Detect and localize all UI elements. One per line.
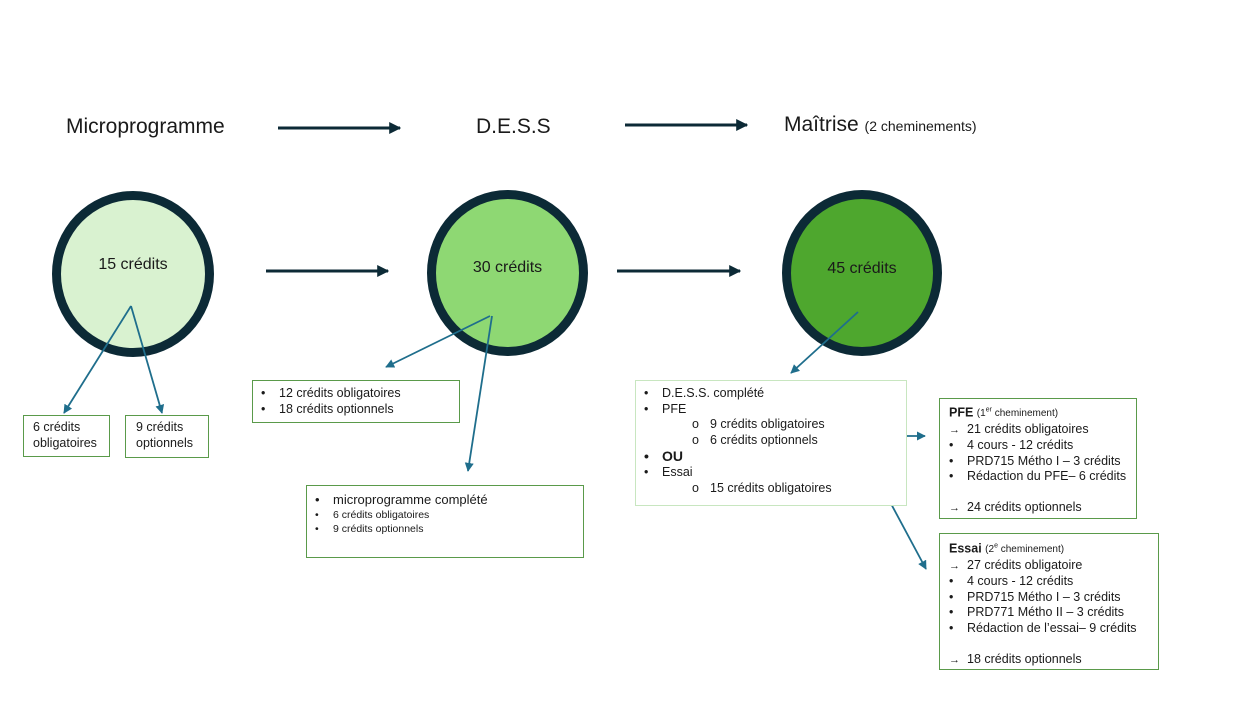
arrow-micro-to-optionnels bbox=[130, 305, 165, 414]
circle-maitrise: 45 crédits bbox=[782, 190, 942, 356]
maitrise-main-box: D.E.S.S. complété PFE 9 crédits obligato… bbox=[635, 380, 907, 506]
essai-box: Essai (2e cheminement) 27 crédits obliga… bbox=[939, 533, 1159, 670]
dess-credits-box: 12 crédits obligatoires 18 crédits optio… bbox=[252, 380, 460, 423]
pfe-box-title: PFE (1er cheminement) bbox=[949, 405, 1059, 420]
stage-title-maitrise: Maîtrise (2 cheminements) bbox=[784, 113, 977, 136]
arrow-maitrise-to-main-box bbox=[790, 311, 859, 374]
micro-optionnels-box: 9 crédits optionnels bbox=[125, 415, 209, 458]
arrow-dess-to-top-box bbox=[385, 315, 491, 368]
circle-microprogramme: 15 crédits bbox=[52, 191, 214, 357]
stage-title-dess: D.E.S.S bbox=[476, 115, 551, 138]
stage-subtitle-maitrise: (2 cheminements) bbox=[864, 118, 977, 134]
essai-box-title: Essai (2e cheminement) bbox=[949, 541, 1065, 556]
credits-microprogramme: 15 crédits bbox=[98, 256, 168, 273]
arrow-micro-to-obligatoires bbox=[63, 305, 132, 414]
credits-maitrise: 45 crédits bbox=[827, 260, 897, 277]
pfe-box: PFE (1er cheminement) 21 crédits obligat… bbox=[939, 398, 1137, 519]
or-label: OU bbox=[644, 448, 906, 465]
micro-obligatoires-box: 6 crédits obligatoires bbox=[23, 415, 110, 457]
circle-dess: 30 crédits bbox=[427, 190, 588, 356]
arrow-dess-to-bottom-box bbox=[464, 315, 493, 472]
stage-title-microprogramme: Microprogramme bbox=[66, 115, 225, 138]
credits-dess: 30 crédits bbox=[472, 259, 543, 276]
dess-prerequisite-box: microprogramme complété 6 crédits obliga… bbox=[306, 485, 584, 558]
